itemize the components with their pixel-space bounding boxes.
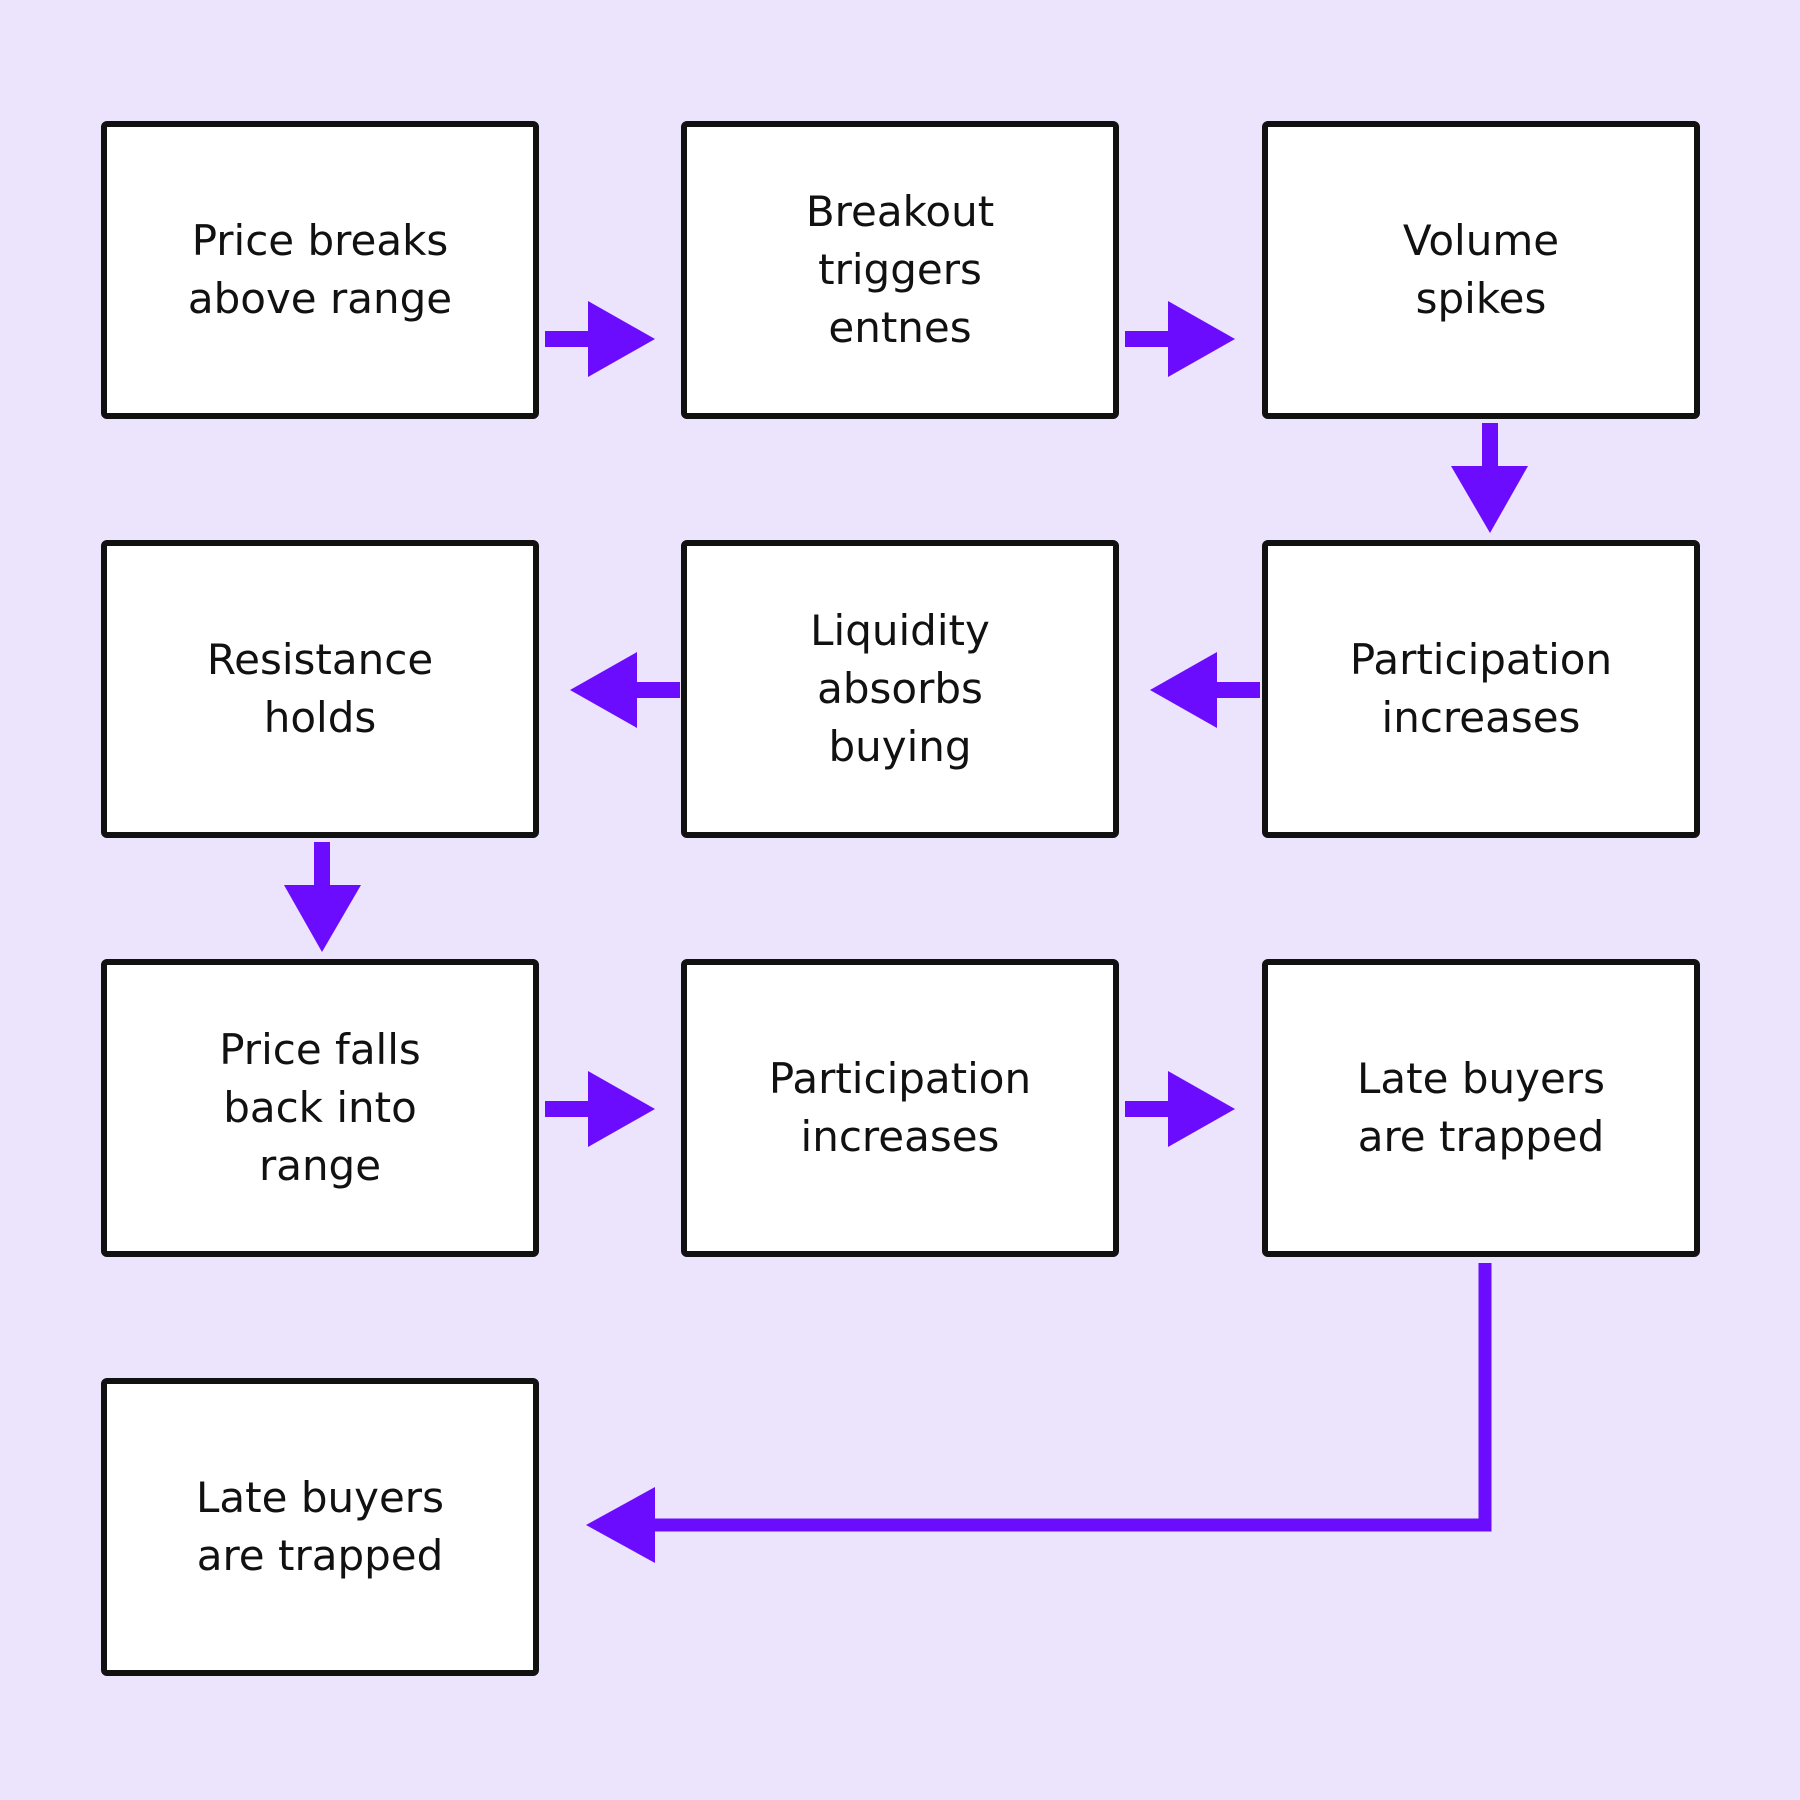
node-label: Late buyers are trapped [1357,1054,1605,1161]
arrow-n8-n9 [1125,1071,1235,1147]
flow-node-late-buyers-2: Late buyers are trapped [101,1378,539,1676]
arrow-n4-n7 [284,842,361,952]
arrow-n7-n8 [545,1071,655,1147]
node-label: Participation increases [1349,635,1613,742]
arrow-n9-n10 [586,1263,1492,1563]
node-label: Price falls back into range [219,1025,421,1190]
arrow-n5-n4 [570,652,680,728]
flow-node-participation-increases-1: Participation increases [1262,540,1700,838]
flow-node-liquidity-absorbs: Liquidity absorbs buying [681,540,1119,838]
arrow-n6-n5 [1150,652,1260,728]
flow-node-participation-increases-2: Participation increases [681,959,1119,1257]
node-label: Volume spikes [1402,216,1560,323]
arrow-n1-n2 [545,301,655,377]
flow-node-volume-spikes: Volume spikes [1262,121,1700,419]
arrow-n3-n6 [1451,423,1528,533]
node-label: Price breaks above range [187,216,453,323]
flow-node-resistance-holds: Resistance holds [101,540,539,838]
flow-node-price-falls: Price falls back into range [101,959,539,1257]
node-label: Breakout triggers entnes [805,187,995,352]
arrow-n2-n3 [1125,301,1235,377]
flow-node-price-breaks: Price breaks above range [101,121,539,419]
node-label: Participation increases [768,1054,1032,1161]
node-label: Resistance holds [206,635,434,742]
flow-node-breakout-triggers: Breakout triggers entnes [681,121,1119,419]
node-label: Liquidity absorbs buying [810,606,990,771]
node-label: Late buyers are trapped [196,1473,444,1580]
flow-node-late-buyers-1: Late buyers are trapped [1262,959,1700,1257]
